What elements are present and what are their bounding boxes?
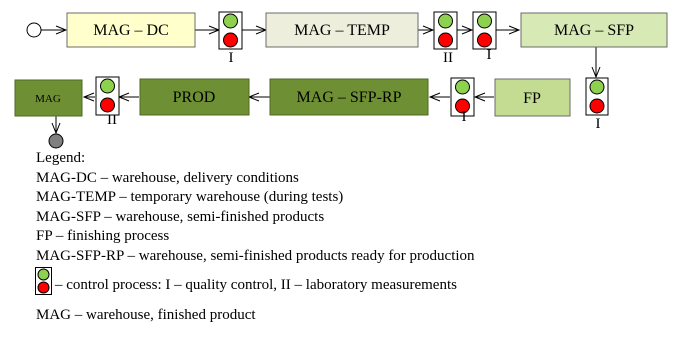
legend-item-control: – control process: I – quality control, … [35,266,475,296]
legend-item-mag-sfp: MAG-SFP – warehouse, semi-finished produ… [36,208,325,225]
control-label: I [487,47,492,63]
control-label: II [443,50,453,66]
control-label: I [596,116,601,132]
control-light-icon [472,11,497,50]
legend-item-control-text: – control process: I – quality control, … [55,276,457,293]
control-label: I [229,50,234,66]
legend-item-mag-temp: MAG-TEMP – temporary warehouse (during t… [36,189,344,206]
mag-sfp-rp-label: MAG – SFP-RP [297,89,402,106]
control-light-icon [35,266,52,295]
mag-sfp-label: MAG – SFP [554,22,634,39]
mag-dc-box [66,12,196,48]
prod-box [139,78,250,116]
start-node [26,22,42,38]
mag-temp-box [265,12,419,48]
control-label: I [462,109,467,125]
legend-item-mag-sfp-rp: MAG-SFP-RP – warehouse, semi-finished pr… [36,247,475,264]
mag-label: MAG [35,93,61,105]
legend-item-mag: MAG – warehouse, finished product [36,307,256,324]
mag-box [14,79,83,117]
end-node [48,133,64,149]
process-flow-diagram: MAG – DC MAG – TEMP MAG – SFP FP MAG – S… [14,11,668,149]
mag-temp-label: MAG – TEMP [294,22,390,39]
control-label: II [107,112,117,128]
legend: Legend: MAG-DC – warehouse, delivery con… [35,149,475,326]
fp-label: FP [523,90,541,107]
mag-sfp-rp-box [269,78,429,116]
fp-box [494,78,571,117]
control-light-icon [95,76,120,116]
legend-title: Legend: [36,150,86,166]
legend-item-mag-dc: MAG-DC – warehouse, delivery conditions [36,169,299,186]
control-light-icon [585,77,609,116]
control-light-icon [433,11,458,50]
legend-item-fp: FP – finishing process [36,228,170,245]
prod-label: PROD [173,89,216,106]
control-light-icon [218,11,243,50]
control-light-icon [450,77,475,117]
flow-arrows [41,30,596,133]
mag-dc-label: MAG – DC [93,22,169,39]
mag-sfp-box [520,12,668,48]
